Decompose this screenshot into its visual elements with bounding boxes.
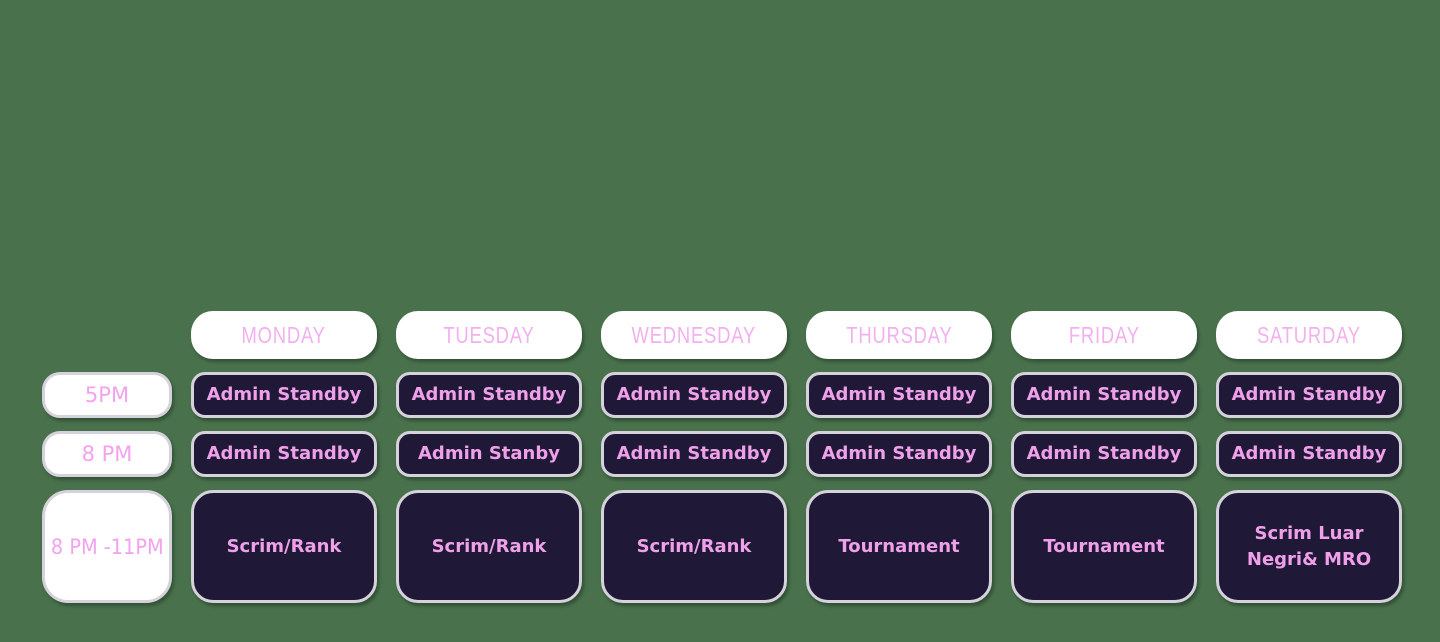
cell-thursday-8pm-11pm: Tournament — [806, 490, 992, 603]
cell-label: Admin Standby — [616, 384, 772, 406]
cell-label: Admin Standby — [1026, 384, 1182, 406]
cell-label: Admin Standby — [616, 443, 772, 465]
time-label-8pm-11pm: 8 PM -11PM — [42, 490, 172, 603]
cell-label: Scrim/Rank — [431, 535, 547, 557]
time-label: 8 PM -11PM — [50, 534, 164, 559]
cell-label: Scrim/Rank — [636, 535, 752, 557]
cell-friday-8pm: Admin Standby — [1011, 431, 1197, 477]
cell-wednesday-8pm: Admin Standby — [601, 431, 787, 477]
cell-label: Admin Stanby — [418, 443, 560, 465]
cell-saturday-5pm: Admin Standby — [1216, 372, 1402, 418]
corner-spacer — [42, 311, 172, 359]
day-header-thursday: THURSDAY — [806, 311, 992, 359]
cell-friday-5pm: Admin Standby — [1011, 372, 1197, 418]
cell-saturday-8pm-11pm: Scrim Luar Negri& MRO — [1216, 490, 1402, 603]
cell-friday-8pm-11pm: Tournament — [1011, 490, 1197, 603]
day-header-label: FRIDAY — [1068, 321, 1140, 348]
day-header-monday: MONDAY — [191, 311, 377, 359]
cell-monday-8pm-11pm: Scrim/Rank — [191, 490, 377, 603]
cell-label: Scrim/Rank — [226, 535, 342, 557]
day-header-friday: FRIDAY — [1011, 311, 1197, 359]
cell-tuesday-5pm: Admin Standby — [396, 372, 582, 418]
day-header-wednesday: WEDNESDAY — [601, 311, 787, 359]
cell-label: Tournament — [838, 535, 960, 557]
cell-wednesday-5pm: Admin Standby — [601, 372, 787, 418]
cell-wednesday-8pm-11pm: Scrim/Rank — [601, 490, 787, 603]
cell-label: Admin Standby — [1026, 443, 1182, 465]
cell-tuesday-8pm: Admin Stanby — [396, 431, 582, 477]
cell-monday-5pm: Admin Standby — [191, 372, 377, 418]
cell-label: Admin Standby — [411, 384, 567, 406]
cell-label: Admin Standby — [821, 443, 977, 465]
time-label: 5PM — [84, 383, 130, 407]
day-header-label: TUESDAY — [443, 321, 535, 348]
day-header-label: THURSDAY — [845, 321, 953, 348]
cell-thursday-5pm: Admin Standby — [806, 372, 992, 418]
day-header-tuesday: TUESDAY — [396, 311, 582, 359]
day-header-label: SATURDAY — [1257, 321, 1361, 348]
cell-thursday-8pm: Admin Standby — [806, 431, 992, 477]
cell-monday-8pm: Admin Standby — [191, 431, 377, 477]
cell-tuesday-8pm-11pm: Scrim/Rank — [396, 490, 582, 603]
time-label-8pm: 8 PM — [42, 431, 172, 477]
weekly-schedule-board: MONDAY TUESDAY WEDNESDAY THURSDAY FRIDAY… — [42, 311, 1402, 603]
cell-label: Admin Standby — [821, 384, 977, 406]
cell-saturday-8pm: Admin Standby — [1216, 431, 1402, 477]
day-header-label: WEDNESDAY — [631, 321, 757, 348]
day-header-saturday: SATURDAY — [1216, 311, 1402, 359]
day-header-label: MONDAY — [241, 321, 327, 348]
cell-label: Admin Standby — [206, 384, 362, 406]
time-label-5pm: 5PM — [42, 372, 172, 418]
cell-label: Admin Standby — [1231, 443, 1387, 465]
cell-label: Admin Standby — [206, 443, 362, 465]
time-label: 8 PM — [81, 442, 133, 466]
cell-label: Tournament — [1043, 535, 1165, 557]
cell-label: Scrim Luar Negri& MRO — [1246, 523, 1372, 570]
cell-label: Admin Standby — [1231, 384, 1387, 406]
